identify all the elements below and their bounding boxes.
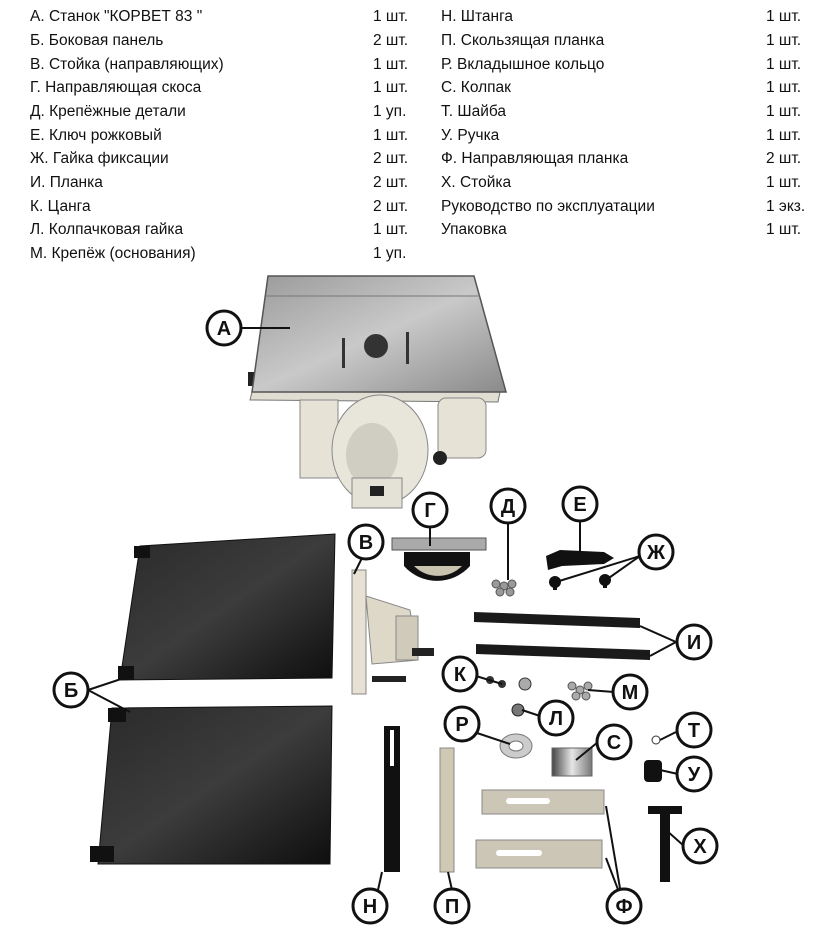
part-qty: 2 шт.: [373, 32, 409, 49]
svg-text:П: П: [445, 896, 459, 918]
svg-text:А: А: [217, 318, 231, 340]
part-name: С. Колпак: [441, 79, 511, 96]
part-name: П. Скользящая планка: [441, 32, 605, 49]
svg-text:Д: Д: [501, 496, 515, 518]
callout-e: Е: [561, 485, 599, 523]
svg-text:М: М: [622, 682, 639, 704]
svg-text:Р: Р: [455, 714, 468, 736]
callout-i: И: [675, 623, 713, 661]
callout-t: Т: [675, 711, 713, 749]
part-qty: 1 шт.: [766, 221, 802, 238]
svg-text:Ж: Ж: [646, 542, 666, 564]
washer-handle-illustration: [644, 735, 662, 782]
callout-kh: Х: [681, 827, 719, 865]
insert-ring-illustration: [499, 733, 533, 759]
svg-text:Ф: Ф: [615, 896, 632, 918]
part-qty: 1 шт.: [373, 56, 409, 73]
part-name: Р. Вкладышное кольцо: [441, 56, 605, 73]
part-qty: 1 шт.: [373, 221, 409, 238]
part-qty: 1 шт.: [766, 127, 802, 144]
part-qty: 1 шт.: [766, 79, 802, 96]
guide-plates-illustration: [475, 789, 605, 869]
post-illustration: [648, 806, 682, 882]
part-name: Ф. Направляющая планка: [441, 150, 629, 167]
callout-r: Р: [443, 705, 481, 743]
part-qty: 1 уп.: [373, 103, 407, 120]
part-name: Г. Направляющая скоса: [30, 79, 202, 96]
part-name: Л. Колпачковая гайка: [30, 221, 184, 238]
callout-b: Б: [52, 671, 90, 709]
callout-l: Л: [537, 699, 575, 737]
wrench-illustration: [546, 550, 614, 570]
part-name: М. Крепёж (основания): [30, 245, 196, 262]
sliding-plate-illustration: [439, 747, 455, 873]
part-qty: 1 шт.: [766, 103, 802, 120]
part-name: Е. Ключ рожковый: [30, 127, 162, 144]
miter-gauge-illustration: [391, 537, 487, 581]
part-name: Руководство по эксплуатации: [441, 198, 655, 215]
callout-m: М: [611, 673, 649, 711]
part-name: К. Цанга: [30, 198, 91, 215]
svg-text:Б: Б: [64, 680, 78, 702]
part-name: В. Стойка (направляющих): [30, 56, 224, 73]
part-name: Упаковка: [441, 221, 507, 238]
fasteners-illustration: [491, 579, 517, 597]
svg-text:У: У: [688, 764, 701, 786]
part-qty: 2 шт.: [766, 150, 802, 167]
lock-nuts-illustration: [549, 574, 611, 590]
svg-text:Е: Е: [573, 494, 586, 516]
svg-text:Л: Л: [549, 708, 563, 730]
part-name: А. Станок "КОРВЕТ 83 ": [30, 8, 203, 25]
part-qty: 1 шт.: [373, 79, 409, 96]
svg-text:Н: Н: [363, 896, 377, 918]
callout-d: Д: [489, 487, 527, 525]
side-panels-illustration: [90, 533, 336, 865]
callout-n: Н: [351, 887, 389, 925]
parts-illustration: А Б В Г Д Е Ж И К Л М Р С Т У Х Н П Ф: [52, 275, 719, 925]
part-qty: 1 шт.: [766, 56, 802, 73]
parts-list: А. Станок "КОРВЕТ 83 " 1 шт. Б. Боковая п…: [0, 0, 826, 270]
svg-text:И: И: [687, 632, 701, 654]
part-qty: 1 шт.: [766, 32, 802, 49]
callout-zh: Ж: [637, 533, 675, 571]
part-name: Т. Шайба: [441, 103, 506, 120]
machine-illustration: [248, 275, 507, 509]
small-parts-illustration: [486, 676, 593, 717]
part-name: Ж. Гайка фиксации: [30, 150, 169, 167]
part-name: И. Планка: [30, 174, 103, 191]
part-name: У. Ручка: [441, 127, 500, 144]
part-qty: 2 шт.: [373, 198, 409, 215]
callout-f: Ф: [605, 887, 643, 925]
part-qty: 1 уп.: [373, 245, 407, 262]
callout-k: К: [441, 655, 479, 693]
svg-text:Т: Т: [688, 720, 700, 742]
part-name: Б. Боковая панель: [30, 32, 164, 49]
callout-s: С: [595, 723, 633, 761]
callout-u: У: [675, 755, 713, 793]
callout-g: Г: [411, 491, 449, 529]
part-name: Х. Стойка: [441, 174, 512, 191]
svg-text:Г: Г: [424, 500, 435, 522]
callout-v: В: [347, 523, 385, 561]
part-qty: 1 шт.: [766, 174, 802, 191]
svg-text:Х: Х: [693, 836, 707, 858]
bars-illustration: [474, 612, 650, 660]
rod-illustration: [384, 726, 400, 872]
part-qty: 1 шт.: [373, 127, 409, 144]
part-qty: 1 экз.: [766, 198, 806, 215]
callout-a: А: [205, 309, 243, 347]
part-name: Н. Штанга: [441, 8, 514, 25]
guide-post-illustration: [351, 569, 434, 695]
svg-text:В: В: [359, 532, 373, 554]
svg-text:С: С: [607, 732, 621, 754]
svg-text:К: К: [454, 664, 467, 686]
part-qty: 2 шт.: [373, 174, 409, 191]
part-name: Д. Крепёжные детали: [30, 103, 186, 120]
part-qty: 1 шт.: [766, 8, 802, 25]
part-qty: 2 шт.: [373, 150, 409, 167]
part-qty: 1 шт.: [373, 8, 409, 25]
callout-p: П: [433, 887, 471, 925]
